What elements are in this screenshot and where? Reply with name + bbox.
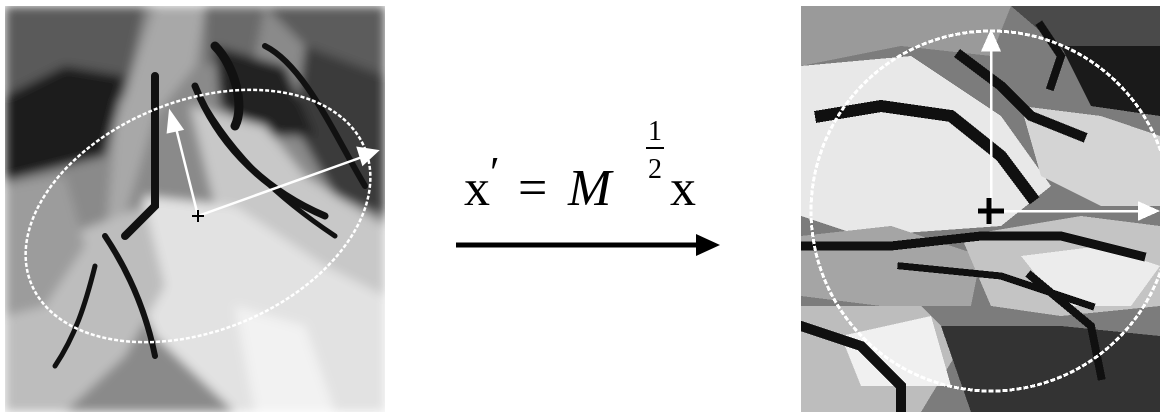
normalized-patch-svg [801,6,1160,412]
original-patch-image [5,6,385,412]
equation-lhs: x [464,160,490,217]
exponent-numerator: 1 [648,116,662,147]
equation-equals: = [518,160,547,217]
transform-arrow-icon [456,234,720,256]
original-patch-svg [5,6,385,412]
normalized-patch-image [801,6,1160,412]
equation-matrix: M [567,160,614,217]
equation-svg: x ′ = M 1 2 x [430,110,750,280]
equation-prime: ′ [490,148,500,197]
equation-rhs: x [670,160,696,217]
exponent-denominator: 2 [648,154,662,185]
transform-equation: x ′ = M 1 2 x [430,110,750,280]
